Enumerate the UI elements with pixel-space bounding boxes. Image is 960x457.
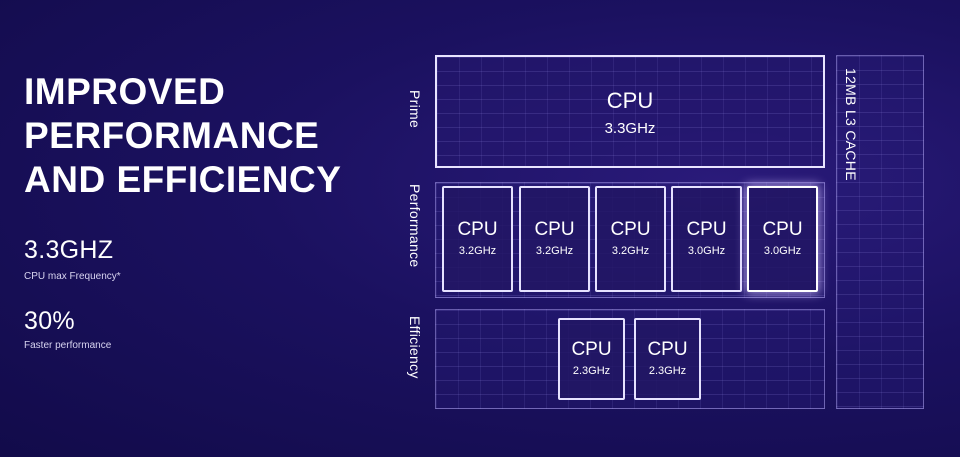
- stat-performance-label: Faster performance: [24, 340, 112, 351]
- stat-frequency-value: 3.3GHZ: [24, 236, 114, 264]
- stat-frequency-label: CPU max Frequency*: [24, 271, 121, 282]
- prime-core-frequency: 3.3GHz: [604, 120, 656, 137]
- performance-core-2: CPU 3.2GHz: [519, 186, 590, 292]
- core-name: CPU: [647, 339, 688, 360]
- efficiency-cluster-panel: [435, 309, 825, 409]
- core-frequency: 3.2GHz: [535, 245, 574, 257]
- performance-core-1: CPU 3.2GHz: [442, 186, 513, 292]
- performance-core-5: CPU 3.0GHz: [747, 186, 818, 292]
- performance-core-3: CPU 3.2GHz: [595, 186, 666, 292]
- core-name: CPU: [571, 339, 612, 360]
- core-name: CPU: [610, 219, 651, 240]
- cluster-label-efficiency: Efficiency: [407, 316, 423, 379]
- prime-cluster-panel: [435, 55, 825, 168]
- core-name: CPU: [686, 219, 727, 240]
- l3-cache-panel: [836, 55, 924, 409]
- efficiency-core-1: CPU 2.3GHz: [558, 318, 625, 400]
- cluster-label-prime: Prime: [407, 90, 423, 129]
- core-frequency: 2.3GHz: [648, 365, 687, 377]
- headline: IMPROVED PERFORMANCE AND EFFICIENCY: [24, 70, 384, 202]
- core-frequency: 3.2GHz: [611, 245, 650, 257]
- core-name: CPU: [457, 219, 498, 240]
- core-frequency: 2.3GHz: [572, 365, 611, 377]
- core-name: CPU: [534, 219, 575, 240]
- core-frequency: 3.2GHz: [458, 245, 497, 257]
- headline-line-3: AND EFFICIENCY: [24, 159, 342, 200]
- stat-performance-value: 30%: [24, 307, 75, 335]
- headline-line-2: PERFORMANCE: [24, 115, 320, 156]
- headline-line-1: IMPROVED: [24, 71, 226, 112]
- cluster-label-performance: Performance: [407, 184, 423, 268]
- efficiency-core-2: CPU 2.3GHz: [634, 318, 701, 400]
- performance-core-4: CPU 3.0GHz: [671, 186, 742, 292]
- core-frequency: 3.0GHz: [687, 245, 726, 257]
- core-frequency: 3.0GHz: [763, 245, 802, 257]
- prime-core-name: CPU: [606, 88, 654, 113]
- l3-cache-label: 12MB L3 CACHE: [843, 68, 859, 181]
- core-name: CPU: [762, 219, 803, 240]
